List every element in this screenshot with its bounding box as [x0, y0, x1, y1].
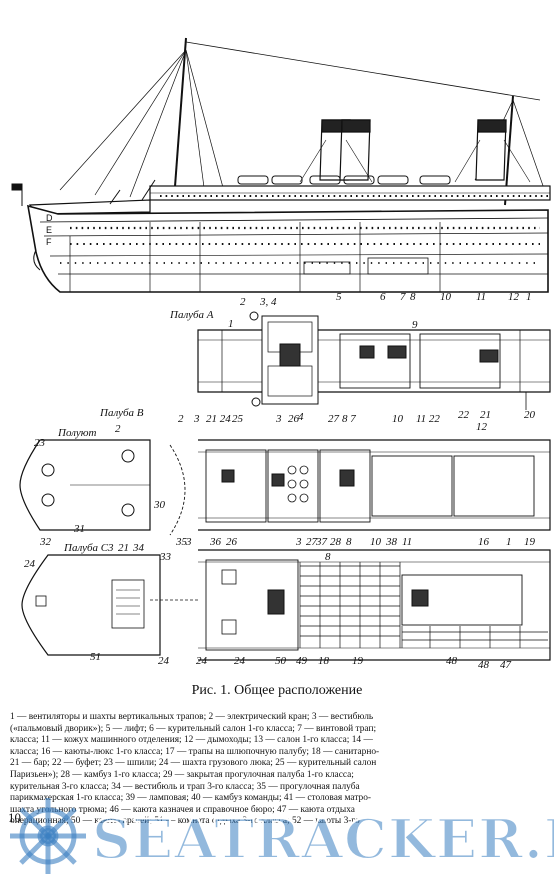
legend-line: класса; 16 — каюты-люкс 1-го класса; 17 … — [10, 746, 380, 757]
svg-text:50: 50 — [275, 655, 287, 667]
svg-text:1: 1 — [526, 291, 532, 303]
svg-text:47: 47 — [500, 659, 512, 670]
svg-text:10: 10 — [392, 413, 404, 425]
deck-a-label: Палуба А — [169, 309, 214, 321]
svg-text:8 7: 8 7 — [342, 413, 356, 425]
svg-text:3: 3 — [193, 413, 200, 425]
svg-text:3: 3 — [107, 542, 114, 554]
watermark-text: SEATRACKER.RU — [92, 807, 554, 871]
deck-b-label: Палуба В — [99, 407, 144, 419]
svg-text:12: 12 — [476, 421, 488, 433]
ship-wheel-icon — [10, 798, 86, 874]
svg-text:3: 3 — [295, 536, 302, 548]
svg-text:21 24: 21 24 — [206, 413, 231, 425]
legend-line: шахта угольного трюма; 46 — каюта казнач… — [10, 804, 355, 815]
funnels — [299, 119, 531, 183]
svg-text:26: 26 — [288, 413, 300, 425]
legend-line: Паризьен»); 28 — камбуз 1-го класса; 29 … — [10, 769, 354, 780]
poop-label: Полуют — [57, 427, 96, 439]
svg-text:25: 25 — [232, 413, 244, 425]
svg-text:49: 49 — [296, 655, 308, 667]
legend-line: 21 — бар; 22 — буфет; 23 — шпили; 24 — ш… — [10, 758, 377, 769]
legend-line: курительная 3-го класса; 34 — вестибюль … — [10, 781, 360, 792]
svg-text:31: 31 — [73, 523, 85, 535]
svg-text:22: 22 — [458, 409, 470, 421]
svg-text:2: 2 — [115, 423, 121, 435]
svg-text:11: 11 — [402, 536, 412, 548]
svg-text:26: 26 — [226, 536, 238, 548]
svg-text:21: 21 — [118, 542, 129, 554]
legend-line: («пальмовый дворик»); 5 — лифт; 6 — кури… — [10, 723, 377, 734]
svg-text:23: 23 — [34, 437, 46, 449]
svg-text:36: 36 — [209, 536, 222, 548]
svg-text:38: 38 — [385, 536, 398, 548]
deck-c-plan — [21, 549, 551, 661]
svg-text:27: 27 — [306, 536, 318, 548]
page-number: 10 — [8, 810, 21, 825]
svg-text:21: 21 — [480, 409, 491, 421]
svg-text:30: 30 — [153, 499, 166, 511]
svg-text:48: 48 — [446, 655, 458, 667]
svg-text:18: 18 — [318, 655, 330, 667]
deck-a-plan — [197, 311, 551, 410]
figure-legend: 1 — вентиляторы и шахты вертикальных тра… — [10, 712, 542, 828]
svg-text:2: 2 — [178, 413, 184, 425]
svg-text:19: 19 — [524, 536, 536, 548]
svg-text:1: 1 — [506, 536, 512, 548]
svg-text:1: 1 — [228, 318, 234, 330]
svg-text:24: 24 — [234, 655, 246, 667]
ship-profile — [11, 37, 551, 293]
svg-text:51: 51 — [90, 651, 101, 663]
svg-text:8: 8 — [346, 536, 352, 548]
svg-text:3: 3 — [185, 536, 192, 548]
figure-caption: Рис. 1. Общее расположение — [191, 683, 363, 698]
legend-line: 1 — вентиляторы и шахты вертикальных тра… — [10, 712, 374, 722]
svg-text:35: 35 — [175, 536, 188, 548]
svg-text:16: 16 — [478, 536, 490, 548]
svg-text:37: 37 — [315, 536, 328, 548]
svg-text:19: 19 — [352, 655, 364, 667]
svg-text:12: 12 — [508, 291, 520, 303]
watermark: SEATRACKER.RU — [10, 798, 554, 874]
svg-text:10: 10 — [370, 536, 382, 548]
svg-text:10: 10 — [440, 291, 452, 303]
svg-text:5: 5 — [336, 291, 342, 303]
callout-numbers: 2 3, 4 5 6 7 8 10 1 4 11 12 1 9 22 21 20… — [24, 291, 536, 670]
svg-text:8: 8 — [325, 551, 331, 563]
svg-text:3, 4: 3, 4 — [259, 296, 277, 308]
svg-text:20: 20 — [524, 409, 536, 421]
legend-line: операционная; 50 — каюты врачей; 51 — ко… — [10, 816, 360, 827]
lifeboats — [237, 175, 451, 185]
legend-line: парикмахерская 1-го класса; 39 — лампова… — [10, 793, 372, 804]
svg-text:2: 2 — [240, 296, 246, 308]
hull-mark-e: E — [46, 225, 52, 235]
hull-mark-d: D — [46, 213, 53, 223]
svg-text:11 22: 11 22 — [416, 413, 440, 425]
svg-text:32: 32 — [39, 536, 52, 548]
svg-text:3: 3 — [275, 413, 282, 425]
svg-text:24: 24 — [24, 558, 36, 570]
legend-line: класса; 11 — кожух машинного отделения; … — [10, 735, 373, 746]
svg-text:8: 8 — [410, 291, 416, 303]
svg-text:11: 11 — [476, 291, 486, 303]
svg-text:24: 24 — [196, 655, 208, 667]
svg-text:24: 24 — [158, 655, 170, 667]
svg-text:4: 4 — [298, 411, 304, 423]
svg-text:27: 27 — [328, 413, 340, 425]
deck-c-label: Палуба С — [63, 542, 109, 554]
svg-text:6: 6 — [380, 291, 386, 303]
svg-text:33: 33 — [159, 551, 172, 563]
svg-text:9: 9 — [412, 319, 418, 331]
svg-text:7: 7 — [400, 291, 406, 303]
svg-text:34: 34 — [132, 542, 145, 554]
hull-mark-f: F — [46, 237, 52, 247]
general-arrangement-drawing: D E F Палуба А — [11, 37, 551, 670]
svg-text:28: 28 — [330, 536, 342, 548]
deck-b-plan — [19, 439, 551, 536]
svg-text:48: 48 — [478, 659, 490, 670]
